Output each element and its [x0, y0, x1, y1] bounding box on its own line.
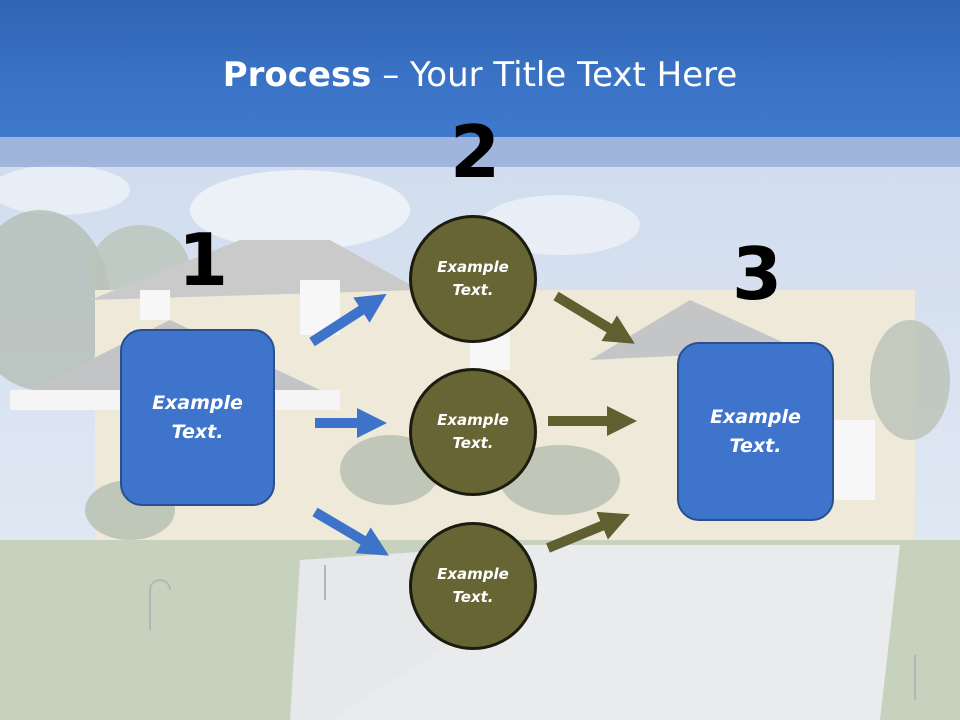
circle-top[interactable]: Example Text.	[409, 215, 537, 343]
step-number-2: 2	[450, 110, 501, 194]
step-number-3: 3	[732, 232, 783, 316]
circle-top-text: Example Text.	[437, 258, 509, 299]
olive-arrow-up	[546, 511, 630, 553]
circle-middle-text: Example Text.	[437, 411, 509, 452]
step-number-1: 1	[178, 218, 229, 302]
circle-bottom-text: Example Text.	[437, 565, 509, 606]
slide-title: Process – Your Title Text Here	[0, 52, 960, 98]
right-box[interactable]: Example Text.	[677, 342, 834, 521]
title-rest: – Your Title Text Here	[371, 55, 738, 95]
blue-arrow-up	[309, 293, 387, 347]
circle-middle[interactable]: Example Text.	[409, 368, 537, 496]
blue-arrow-down	[312, 507, 389, 556]
title-bold: Process	[222, 55, 372, 95]
circle-bottom[interactable]: Example Text.	[409, 522, 537, 650]
olive-arrow-down	[553, 291, 635, 344]
right-box-text: Example Text.	[710, 405, 801, 457]
title-banner	[0, 0, 960, 137]
left-box-text: Example Text.	[152, 391, 243, 443]
banner-shadow-band	[0, 137, 960, 167]
left-box[interactable]: Example Text.	[120, 329, 275, 506]
